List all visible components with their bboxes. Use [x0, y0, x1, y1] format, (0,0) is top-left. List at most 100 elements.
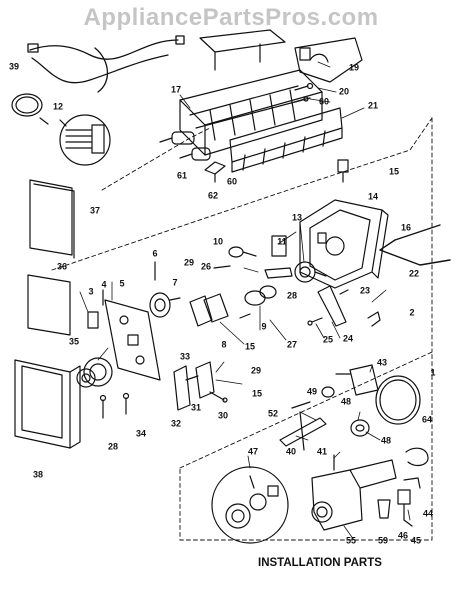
callout-31: 31 [190, 402, 202, 413]
callout-47: 47 [247, 446, 259, 457]
wire-coil [11, 93, 49, 125]
callout-15-low: 15 [251, 388, 263, 399]
dashed-group-outlines [51, 117, 433, 541]
screws [294, 82, 314, 103]
timing-cam [239, 285, 277, 319]
callout-48-low: 48 [380, 435, 392, 446]
callout-13: 13 [291, 212, 303, 223]
callout-22: 22 [408, 268, 420, 279]
callout-11: 11 [277, 236, 287, 247]
callout-34: 34 [135, 428, 147, 439]
callout-6: 6 [152, 248, 158, 259]
wire-harness [27, 35, 185, 93]
screw-25 [307, 317, 323, 326]
ring-clamp [375, 375, 421, 425]
callout-12: 12 [52, 101, 64, 112]
callout-44: 44 [422, 508, 434, 519]
callout-37: 37 [89, 205, 101, 216]
callout-64: 64 [421, 414, 433, 425]
callout-4: 4 [101, 279, 107, 290]
small-bracket [204, 161, 226, 183]
fittings [377, 477, 421, 527]
callout-29-mid: 29 [250, 365, 262, 376]
callout-59: 59 [377, 535, 389, 546]
ejector-comb [229, 107, 343, 173]
connector-detail [59, 114, 111, 166]
callout-28-low: 28 [107, 441, 119, 452]
callout-62: 62 [207, 190, 219, 201]
clip [337, 159, 349, 183]
callout-30: 30 [217, 410, 229, 421]
callout-3: 3 [88, 286, 94, 297]
front-cover [14, 359, 81, 449]
callout-1: 1 [430, 367, 436, 378]
callout-35: 35 [68, 336, 80, 347]
manual-sheet [27, 274, 71, 336]
callout-40: 40 [285, 446, 297, 457]
module-housing [299, 199, 389, 289]
installation-parts-caption: INSTALLATION PARTS [258, 557, 382, 569]
watermark: AppliancePartsPros.com [83, 4, 379, 31]
callout-24: 24 [342, 333, 354, 344]
callout-8: 8 [221, 339, 227, 350]
callout-20: 20 [338, 86, 350, 97]
callout-23: 23 [359, 285, 371, 296]
callout-15-top: 15 [388, 166, 400, 177]
water-valve [311, 454, 397, 531]
callout-28-top: 28 [286, 290, 298, 301]
main-gear [76, 357, 113, 388]
callout-7: 7 [172, 277, 178, 288]
callout-39: 39 [8, 61, 20, 72]
callout-43: 43 [376, 357, 388, 368]
mounting-plate [104, 299, 161, 381]
drive-gear [149, 292, 181, 318]
callout-36: 36 [56, 261, 68, 272]
callout-38: 38 [32, 469, 44, 480]
callout-41: 41 [316, 446, 328, 457]
callout-25: 25 [322, 334, 334, 345]
callout-33: 33 [179, 351, 191, 362]
callout-17: 17 [170, 84, 182, 95]
screws-upper [154, 261, 231, 281]
callout-15-mid: 15 [244, 341, 256, 352]
callout-52: 52 [267, 408, 279, 419]
small-parts [87, 289, 104, 329]
callout-61: 61 [176, 170, 188, 181]
callout-9: 9 [261, 321, 267, 332]
callout-32: 32 [170, 418, 182, 429]
heater-cylinder [159, 131, 211, 161]
switch-plate-parts [173, 361, 228, 411]
valve-detail [211, 466, 289, 544]
callout-60-lower: 60 [226, 176, 238, 187]
mounting-bracket-top [294, 37, 363, 83]
screws-lower [99, 392, 130, 419]
callout-45: 45 [410, 535, 422, 546]
manual-booklet [29, 179, 75, 259]
callout-10: 10 [212, 236, 224, 247]
switches [189, 293, 229, 327]
callout-26: 26 [200, 261, 212, 272]
leader-lines [79, 61, 411, 541]
shutoff-lever [317, 285, 381, 327]
callout-16: 16 [400, 222, 412, 233]
callout-5: 5 [119, 278, 125, 289]
motor [294, 261, 327, 283]
callout-2: 2 [409, 307, 415, 318]
bail-arm [379, 224, 451, 266]
callout-27: 27 [286, 339, 298, 350]
callout-55: 55 [345, 535, 357, 546]
callout-29-top: 29 [183, 257, 195, 268]
callout-49: 49 [306, 386, 318, 397]
washers [321, 386, 370, 437]
callout-46: 46 [397, 530, 409, 541]
callout-19: 19 [348, 62, 360, 73]
ice-mold-assembly [179, 29, 323, 156]
thermostat [228, 235, 293, 279]
callout-21: 21 [367, 100, 379, 111]
callout-14: 14 [367, 191, 379, 202]
tube-clamp [405, 447, 429, 467]
water-tube [279, 401, 327, 451]
callout-60: 60 [318, 96, 330, 107]
